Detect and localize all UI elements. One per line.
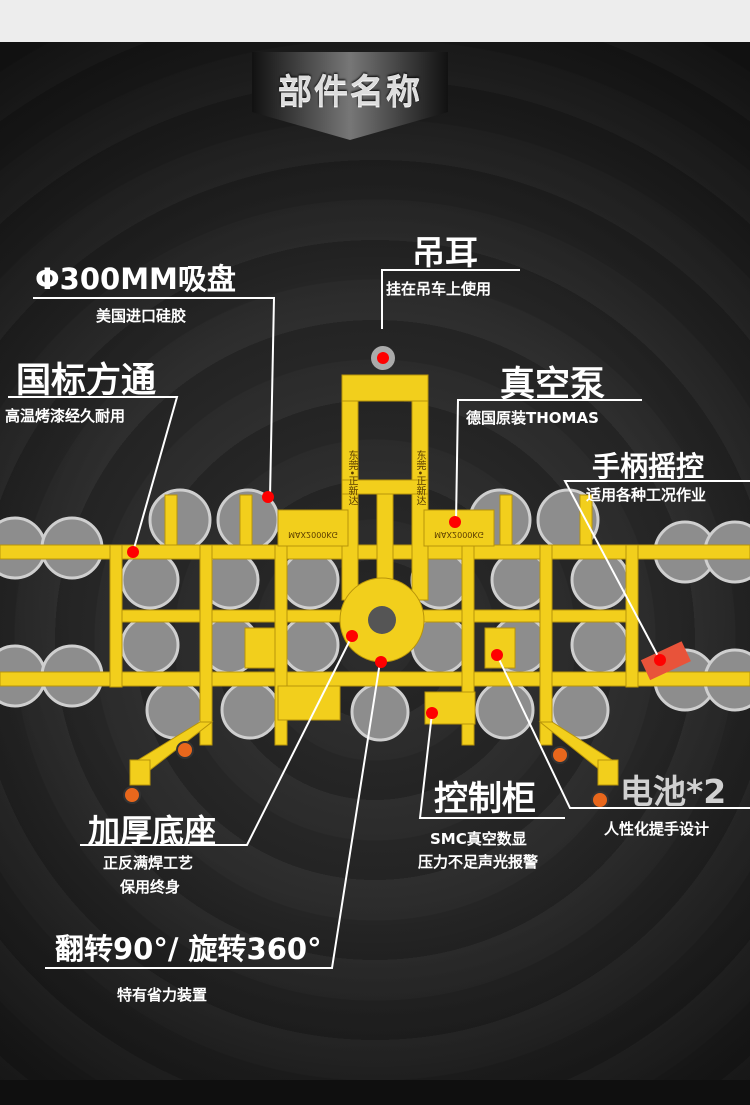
caster-wheels: [123, 741, 609, 809]
control-box-title: 控制柜: [434, 779, 536, 819]
marker-lifting-lug: [377, 352, 389, 364]
lifting-lug-title: 吊耳: [412, 233, 478, 272]
marker-vacuum-pump: [449, 516, 461, 528]
base-sub2: 保用终身: [120, 878, 181, 896]
base-sub1: 正反满焊工艺: [103, 854, 194, 872]
brand-label-left: 东莞•正新达: [346, 450, 357, 506]
section-badge: 部件名称: [252, 52, 448, 142]
marker-control-box: [426, 707, 438, 719]
marker-square-tube: [127, 546, 139, 558]
remote-title: 手柄摇控: [592, 450, 705, 483]
control-box-sub2: 压力不足声光报警: [418, 853, 539, 871]
suction-cup-sub: 美国进口硅胶: [96, 307, 187, 325]
marker-suction-cup: [262, 491, 274, 503]
control-box-sub1: SMC真空数显: [430, 830, 527, 848]
marker-battery: [491, 649, 503, 661]
base-title: 加厚底座: [88, 812, 217, 850]
suction-cup-title: Φ300MM吸盘: [35, 262, 236, 296]
badge-arrow-shape: [252, 52, 448, 140]
top-band: [0, 0, 750, 42]
rotation-title: 翻转90°/ 旋转360°: [55, 932, 322, 966]
brand-label-right: 东莞•正新达: [414, 450, 425, 506]
vacuum-pump-sub: 德国原装THOMAS: [466, 409, 599, 427]
vacuum-pump-title: 真空泵: [500, 365, 606, 405]
marker-remote: [654, 654, 666, 666]
bottom-band: [0, 1080, 750, 1105]
lifting-lug-sub: 挂在吊车上使用: [386, 280, 492, 298]
rotation-hub: [368, 606, 396, 634]
section-title: 部件名称: [278, 72, 422, 112]
yellow-frame: [0, 374, 750, 786]
square-tube-title: 国标方通: [16, 361, 157, 401]
square-tube-sub: 高温烤漆经久耐用: [5, 407, 126, 425]
remote-sub: 适用各种工况作业: [586, 486, 707, 504]
battery-title: 电池*2: [620, 772, 727, 811]
battery-sub: 人性化提手设计: [604, 820, 710, 838]
marker-rotation: [375, 656, 387, 668]
rotation-sub: 特有省力装置: [117, 986, 208, 1004]
marker-base: [346, 630, 358, 642]
